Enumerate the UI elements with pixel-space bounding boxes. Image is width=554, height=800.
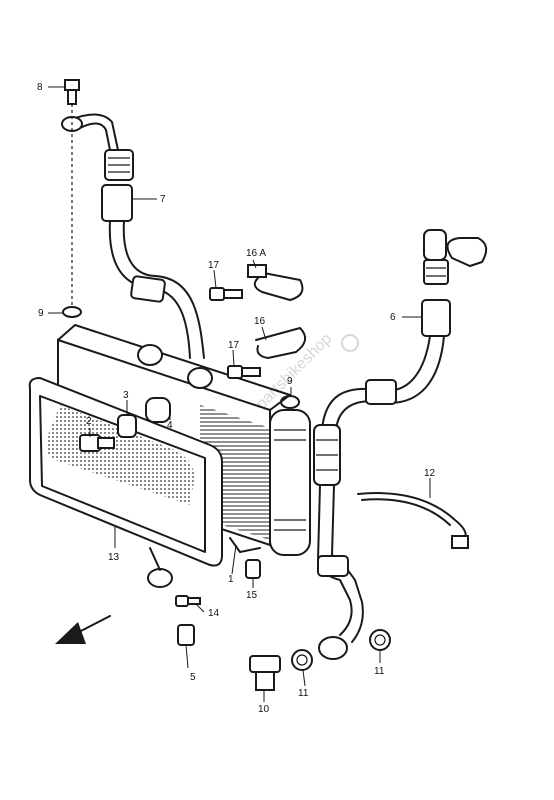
callout-16: 16 xyxy=(254,316,266,327)
callout-4: 4 xyxy=(167,420,173,431)
callout-7: 7 xyxy=(160,194,166,205)
callout-11-left: 11 xyxy=(298,688,309,699)
grommet-part-4 xyxy=(145,397,171,423)
callout-1: 1 xyxy=(228,574,234,585)
callout-16a: 16 A xyxy=(246,248,266,259)
callout-2: 2 xyxy=(86,416,92,427)
callout-labels: 1 2 3 4 5 6 7 8 9 9 10 11 11 12 13 14 15… xyxy=(37,82,436,715)
callout-8: 8 xyxy=(37,82,43,93)
callout-17-upper: 17 xyxy=(208,260,220,271)
callout-14: 14 xyxy=(208,608,220,619)
bolt-part-8 xyxy=(64,79,80,320)
washer-part-9-left xyxy=(62,306,82,318)
nut-part-5 xyxy=(177,624,195,646)
front-direction-arrow-icon xyxy=(55,615,111,644)
callout-5: 5 xyxy=(190,672,196,683)
callout-12: 12 xyxy=(424,468,436,479)
oil-hose-upper-left xyxy=(61,113,205,359)
washer-part-11-left xyxy=(291,649,313,671)
leader-lines xyxy=(48,86,431,702)
callout-15: 15 xyxy=(246,590,258,601)
bolt-part-2 xyxy=(79,434,115,452)
collar-part-3 xyxy=(117,414,137,438)
washer-part-11-right xyxy=(369,629,391,651)
clamp-part-16a xyxy=(247,264,304,301)
bolt-part-17-upper xyxy=(209,287,243,301)
bolt-part-17-lower xyxy=(227,365,261,379)
callout-9-left: 9 xyxy=(38,308,44,319)
watermark-logo-icon xyxy=(341,334,359,352)
cooler-guard-screen xyxy=(28,376,223,588)
band-part-12 xyxy=(357,492,469,549)
bolt-part-10 xyxy=(249,655,281,691)
callout-6: 6 xyxy=(390,312,396,323)
callout-10: 10 xyxy=(258,704,270,715)
callout-17-lower: 17 xyxy=(228,340,240,351)
callout-3: 3 xyxy=(123,390,129,401)
callout-13: 13 xyxy=(108,552,120,563)
screw-part-14 xyxy=(175,595,201,607)
callout-11-right: 11 xyxy=(374,666,385,677)
oil-hose-right xyxy=(313,229,488,660)
clamp-part-16 xyxy=(255,327,307,359)
nut-part-15 xyxy=(245,559,261,579)
washer-part-9-right xyxy=(280,395,300,409)
callout-9-right: 9 xyxy=(287,376,293,387)
